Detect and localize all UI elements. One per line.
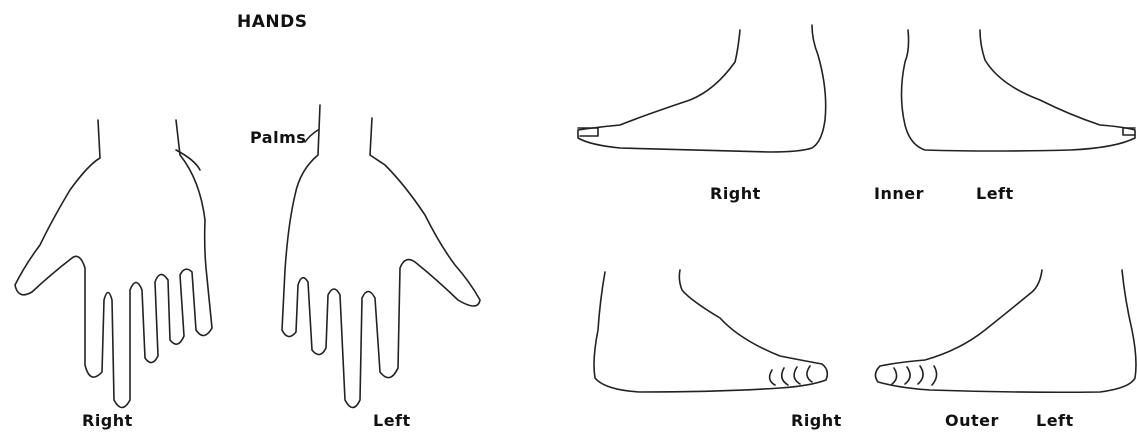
right-foot-inner-label: Right (710, 184, 761, 203)
hands-title: HANDS (237, 12, 307, 32)
left-hand-outline (282, 105, 480, 408)
right-foot-inner-outline (578, 25, 826, 152)
left-hand-label: Left (373, 411, 411, 430)
left-foot-inner-outline (902, 30, 1136, 151)
inner-view-label: Inner (874, 184, 924, 203)
outer-view-label: Outer (945, 411, 999, 430)
right-hand-label: Right (82, 411, 133, 430)
right-hand-outline (15, 120, 212, 408)
palms-label: Palms (250, 128, 306, 147)
left-foot-inner-label: Left (976, 184, 1014, 203)
left-foot-outer-outline (875, 270, 1136, 392)
left-foot-outer-label: Left (1036, 411, 1074, 430)
right-foot-outer-label: Right (791, 411, 842, 430)
right-foot-outer-outline (594, 270, 827, 392)
